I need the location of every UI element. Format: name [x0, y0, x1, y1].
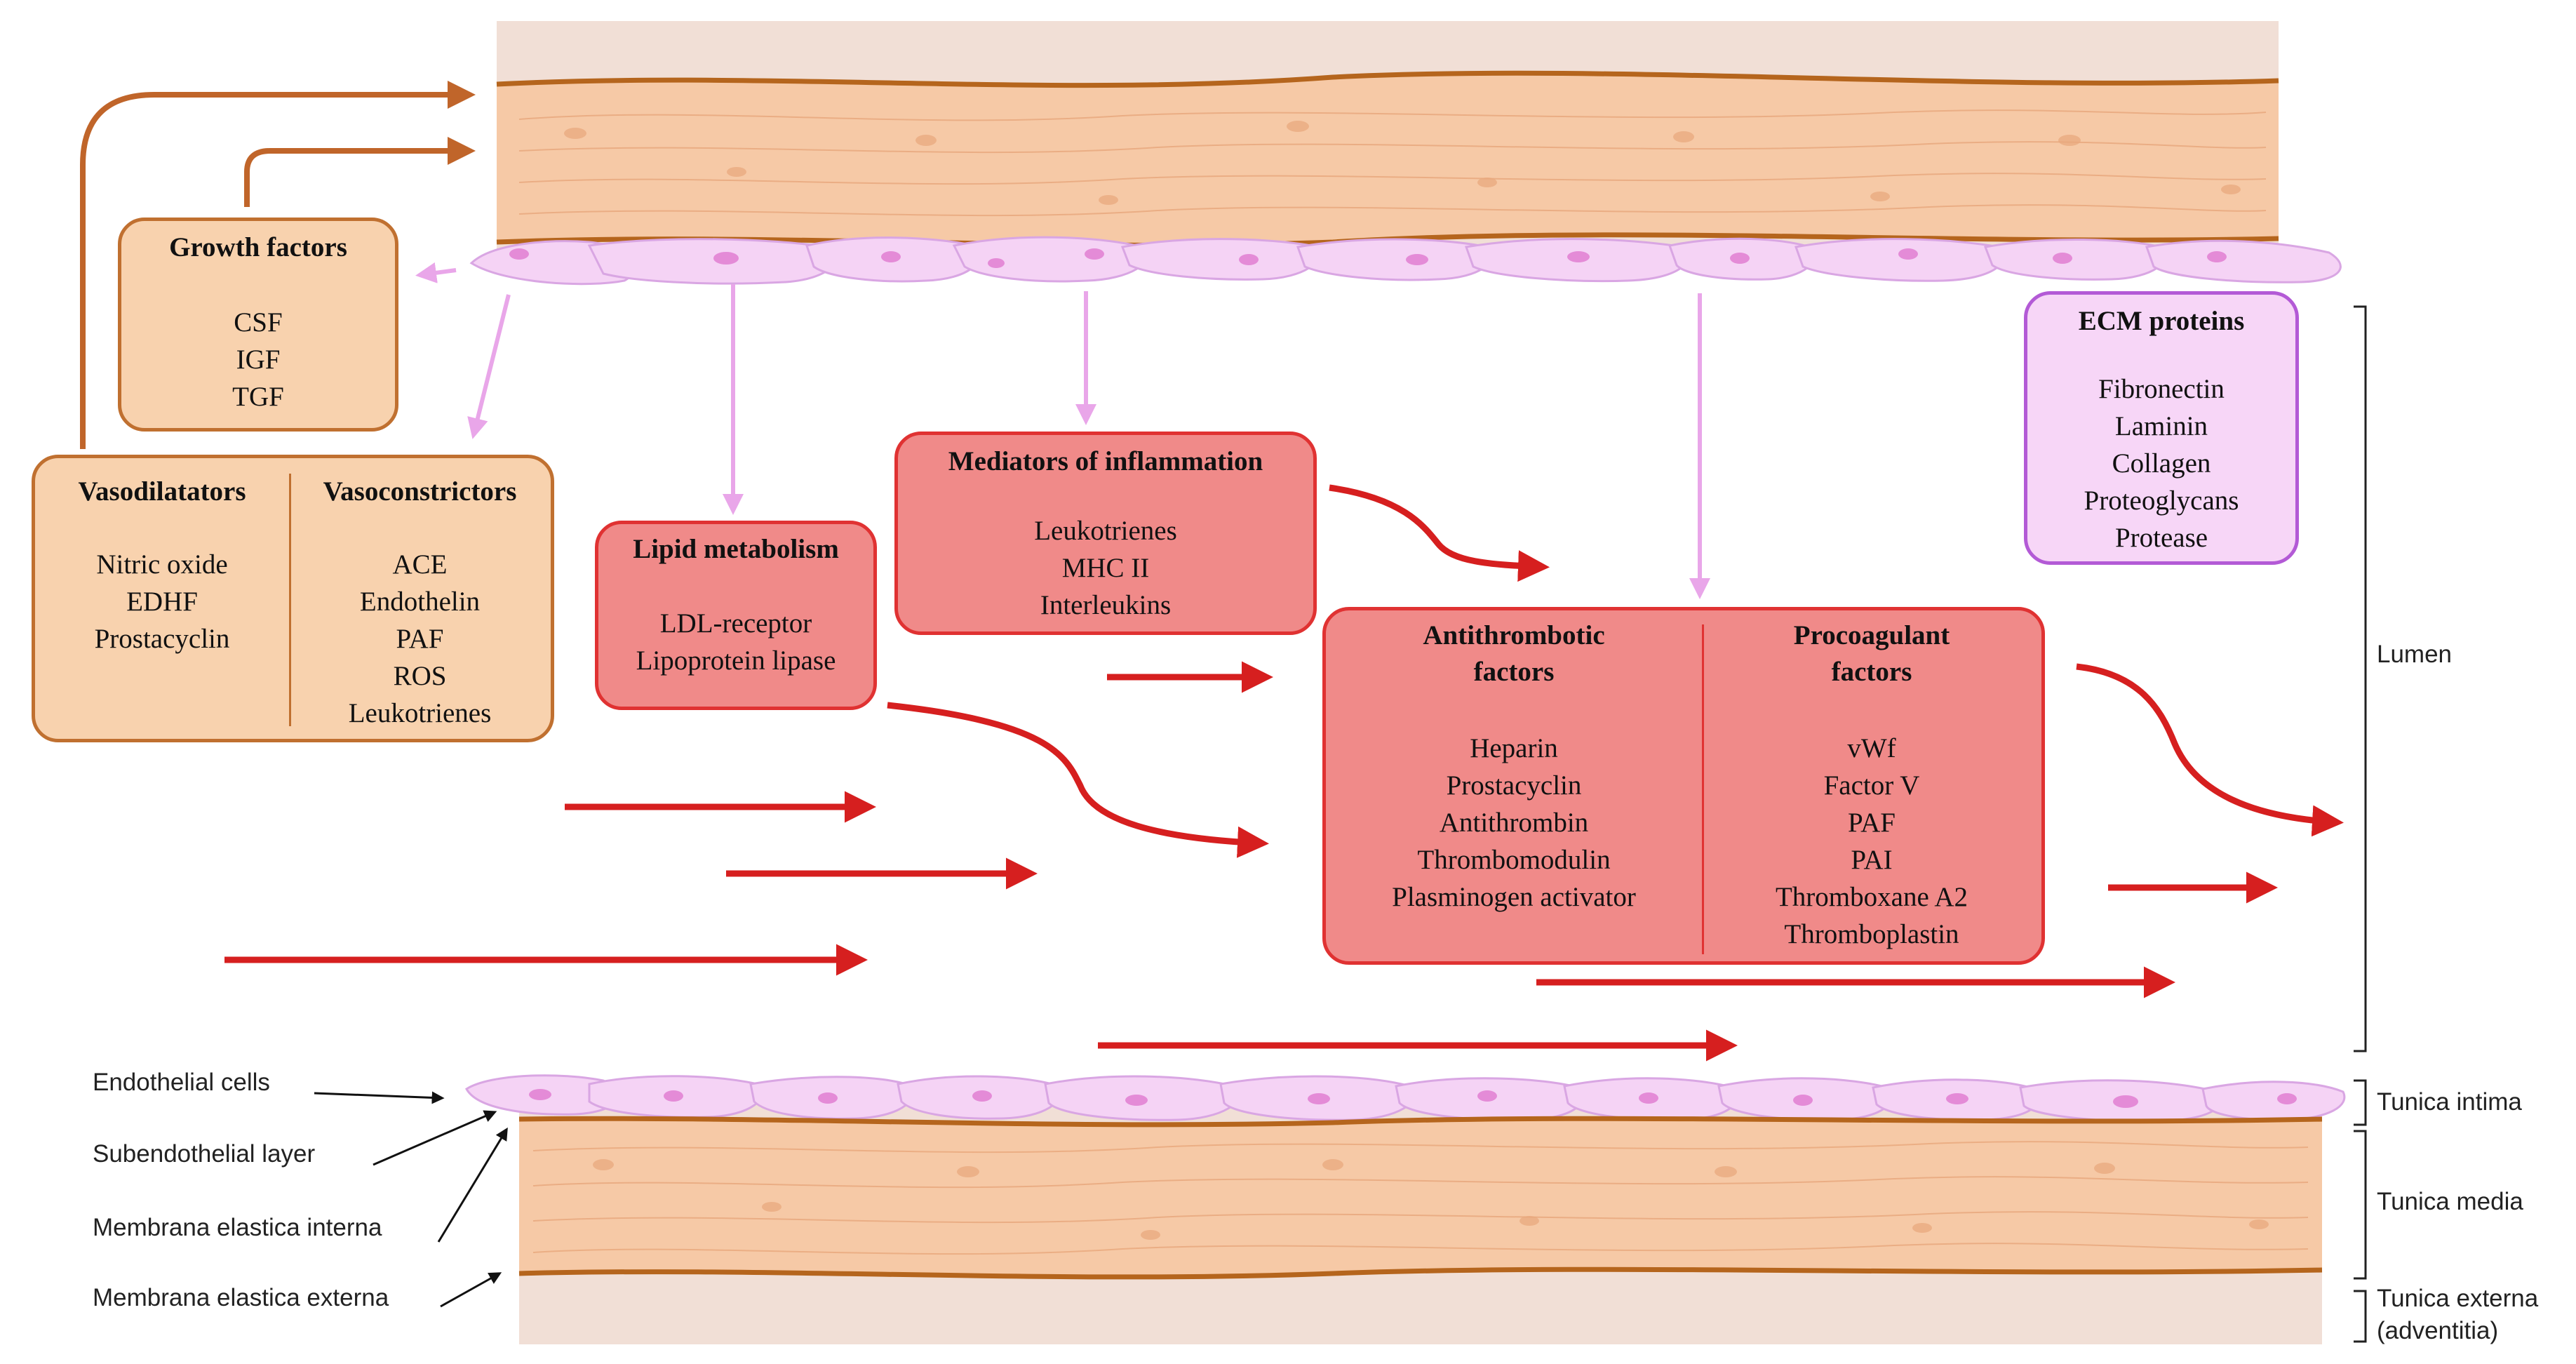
vasoactive-divider	[289, 474, 291, 726]
bracket-tunica-intima	[2354, 1079, 2367, 1126]
pointer-membrana-externa	[440, 1272, 502, 1308]
procoagulant-item: vWf	[1847, 733, 1896, 763]
lower-tunica-media	[518, 1116, 2323, 1280]
label-tunica-intima: Tunica intima	[2377, 1088, 2522, 1116]
ecm-proteins-box: ECM proteins Fibronectin Laminin Collage…	[2024, 291, 2299, 565]
pointer-subendothelial	[373, 1110, 497, 1166]
lipid-metabolism-box: Lipid metabolism LDL-receptor Lipoprotei…	[595, 521, 877, 710]
lipid-metabolism-list: LDL-receptor Lipoprotein lipase	[598, 605, 873, 679]
inflammation-item: Interleukins	[1040, 590, 1172, 620]
vasodilatator-item: Nitric oxide	[96, 549, 228, 580]
ecm-item: Proteoglycans	[2084, 486, 2239, 516]
label-membrana-interna: Membrana elastica interna	[93, 1214, 382, 1241]
label-lumen: Lumen	[2377, 641, 2453, 668]
blood-flow-arrows	[224, 484, 2344, 1062]
curved-arrow-coagulation	[2076, 663, 2344, 837]
procoagulant-item: PAF	[1848, 808, 1896, 838]
vasoconstrictor-item: ACE	[392, 549, 448, 580]
vasodilatator-item: EDHF	[126, 587, 198, 617]
ecm-proteins-list: Fibronectin Laminin Collagen Proteoglyca…	[2027, 370, 2295, 556]
antithrombotic-item: Thrombomodulin	[1417, 845, 1611, 875]
label-subendothelial-layer: Subendothelial layer	[93, 1140, 316, 1168]
vasoconstrictor-item: PAF	[396, 624, 444, 654]
lipid-item: Lipoprotein lipase	[636, 646, 836, 676]
procoagulant-item: Factor V	[1823, 770, 1920, 801]
label-endothelial-cells: Endothelial cells	[93, 1069, 270, 1096]
pink-arrow-to-growth	[415, 262, 457, 283]
label-tunica-externa: Tunica externa (adventitia)	[2377, 1285, 2539, 1344]
coagulation-box: Antithrombotic factors Heparin Prostacyc…	[1322, 607, 2045, 965]
vasoconstrictor-item: Leukotrienes	[348, 698, 492, 728]
ecm-item: Protease	[2114, 523, 2208, 553]
coagulation-divider	[1702, 624, 1704, 954]
vasodilatators-title: Vasodilatators	[78, 476, 246, 507]
bracket-lumen	[2354, 305, 2367, 1052]
procoagulant-title: Procoagulant factors	[1793, 620, 1950, 687]
vasodilatator-item: Prostacyclin	[94, 624, 230, 654]
upper-endothelial-layer	[469, 236, 2342, 286]
growth-factors-title: Growth factors	[169, 232, 347, 262]
pointer-endothelial	[314, 1091, 445, 1104]
procoagulant-item: PAI	[1851, 845, 1893, 875]
growth-factor-item: IGF	[236, 345, 281, 375]
inflammation-title: Mediators of inflammation	[948, 446, 1263, 476]
antithrombotic-title: Antithrombotic factors	[1423, 620, 1605, 687]
brown-arrows	[80, 81, 476, 449]
lipid-metabolism-title: Lipid metabolism	[633, 534, 839, 564]
ecm-item: Fibronectin	[2098, 374, 2225, 404]
bracket-tunica-media	[2354, 1130, 2367, 1280]
pink-arrow-to-vaso	[467, 294, 511, 439]
vasoconstrictors-title: Vasoconstrictors	[323, 476, 517, 507]
curved-arrow-inflammation	[1329, 484, 1550, 582]
lipid-item: LDL-receptor	[659, 608, 812, 638]
antithrombotic-item: Prostacyclin	[1446, 770, 1582, 801]
brown-arrow-outer	[80, 81, 476, 449]
procoagulant-item: Thromboxane A2	[1775, 882, 1968, 912]
vasoconstrictor-item: Endothelin	[359, 587, 481, 617]
antithrombotic-item: Heparin	[1470, 733, 1558, 763]
pointer-membrana-interna	[437, 1127, 508, 1243]
procoagulant-item: Thromboplastin	[1784, 919, 1959, 949]
antithrombotic-item: Plasminogen activator	[1392, 882, 1636, 912]
inflammation-list: Leukotrienes MHC II Interleukins	[898, 512, 1313, 624]
antithrombotic-list: Heparin Prostacyclin Antithrombin Thromb…	[1326, 730, 1702, 916]
vasodilatators-list: Nitric oxide EDHF Prostacyclin	[35, 546, 289, 657]
antithrombotic-item: Antithrombin	[1439, 808, 1589, 838]
upper-tunica-media	[496, 70, 2279, 248]
inflammation-item: Leukotrienes	[1034, 516, 1177, 546]
vasoconstrictors-list: ACE Endothelin PAF ROS Leukotrienes	[289, 546, 551, 732]
vasoactive-box: Vasodilatators Nitric oxide EDHF Prostac…	[32, 455, 554, 742]
bracket-tunica-externa	[2354, 1290, 2367, 1343]
inflammation-item: MHC II	[1061, 553, 1150, 583]
curved-arrow-lipid	[887, 702, 1269, 858]
procoagulant-list: vWf Factor V PAF PAI Thromboxane A2 Thro…	[1702, 730, 2041, 953]
upper-nuclei	[509, 248, 2227, 268]
label-membrana-externa: Membrana elastica externa	[93, 1284, 389, 1311]
growth-factors-list: CSF IGF TGF	[121, 304, 395, 415]
label-tunica-media: Tunica media	[2377, 1188, 2523, 1215]
brown-arrow-inner	[244, 137, 476, 207]
layer-brackets	[2354, 305, 2367, 1343]
growth-factor-item: TGF	[232, 382, 284, 412]
lower-nuclei	[529, 1089, 2297, 1108]
growth-factors-box: Growth factors CSF IGF TGF	[118, 218, 398, 432]
ecm-item: Laminin	[2114, 411, 2208, 441]
pink-arrows	[415, 262, 1710, 599]
pointer-arrows	[314, 1091, 508, 1308]
lower-endothelial-layer	[465, 1074, 2346, 1123]
ecm-item: Collagen	[2112, 448, 2211, 479]
ecm-proteins-title: ECM proteins	[2078, 306, 2245, 336]
inflammation-box: Mediators of inflammation Leukotrienes M…	[894, 432, 1317, 635]
growth-factor-item: CSF	[234, 307, 283, 337]
vasoconstrictor-item: ROS	[393, 661, 447, 691]
